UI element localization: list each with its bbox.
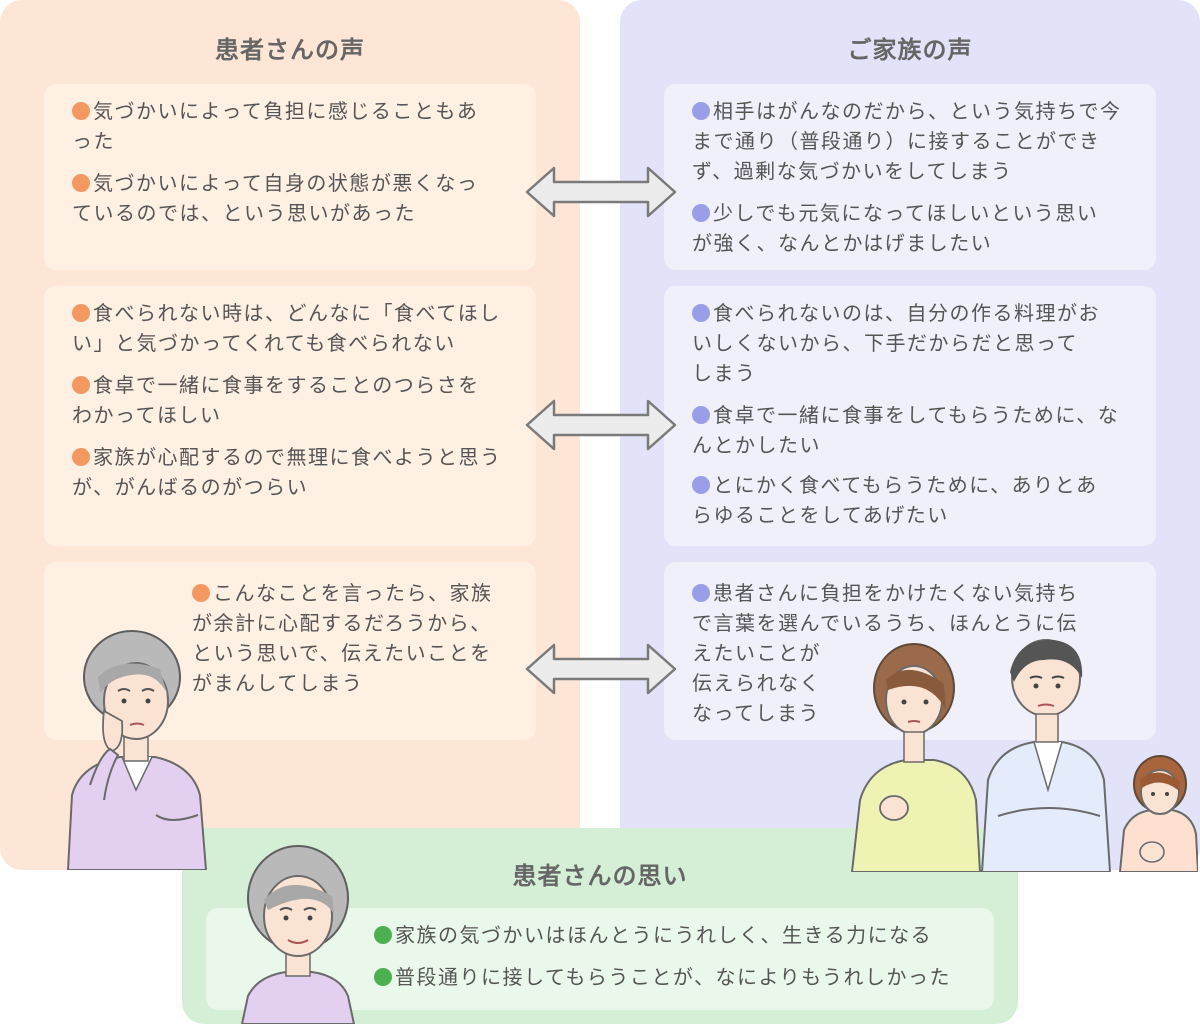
bullet-icon [72,102,90,120]
family-item: 患者さんに負担をかけたくない気持ちで言葉を選んでいるうち、ほんとうに伝えたいこと… [692,581,1079,725]
patient-voice-title: 患者さんの声 [215,36,365,64]
bullet-icon [192,584,210,602]
patient-card-1: 気づかいによって負担に感じることもあった 気づかいによって自身の状態が悪くなって… [44,84,536,270]
bullet-icon [374,926,392,944]
family-item: 相手はがんなのだから、という気持ちで今まで通り（普段通り）に接することができず、… [692,99,1122,183]
bullet-icon [692,406,710,424]
patient-item: 家族が心配するので無理に食べようと思うが、がんばるのがつらい [72,445,502,499]
double-arrow-icon [525,399,677,451]
patient-item: 気づかいによって自身の状態が悪くなっているのでは、という思いがあった [72,171,479,225]
patient-item: 気づかいによって負担に感じることもあった [72,99,479,153]
bullet-icon [692,102,710,120]
patient-thoughts-title: 患者さんの思い [512,862,688,890]
worried-patient-illustration [66,630,208,870]
bullet-icon [692,304,710,322]
family-item: 少しでも元気になってほしいという思いが強く、なんとかはげましたい [692,201,1099,255]
family-item: とにかく食べてもらうために、ありとあらゆることをしてあげたい [692,473,1098,527]
family-voice-title: ご家族の声 [847,36,973,64]
family-members-illustration [850,639,1198,872]
patient-item: 食べられない時は、どんなに「食べてほしい」と気づかってくれても食べられない [72,301,501,355]
bullet-icon [692,476,710,494]
patient-item: 食卓で一緒に食事をすることのつらさをわかってほしい [72,373,480,427]
double-arrow-icon [525,166,677,218]
bullet-icon [72,304,90,322]
family-card-2: 食べられないのは、自分の作る料理がおいしくないから、下手だからだと思ってしまう … [664,286,1156,546]
patient-card-2: 食べられない時は、どんなに「食べてほしい」と気づかってくれても食べられない 食卓… [44,286,536,546]
family-card-1: 相手はがんなのだから、という気持ちで今まで通り（普段通り）に接することができず、… [664,84,1156,270]
bullet-icon [72,376,90,394]
bullet-icon [72,448,90,466]
thoughts-item: 普段通りに接してもらうことが、なによりもうれしかった [374,962,951,992]
bullet-icon [692,584,710,602]
bullet-icon [374,968,392,986]
thoughts-item: 家族の気づかいはほんとうにうれしく、生きる力になる [374,920,932,950]
double-arrow-icon [525,643,677,695]
smiling-patient-illustration [240,845,356,1024]
bullet-icon [72,174,90,192]
family-item: 食べられないのは、自分の作る料理がおいしくないから、下手だからだと思ってしまう [692,301,1100,385]
patient-item: こんなことを言ったら、家族が余計に心配するだろうから、という思いで、伝えたいこと… [192,581,493,695]
family-item: 食卓で一緒に食事をしてもらうために、なんとかしたい [692,403,1120,457]
bullet-icon [692,204,710,222]
